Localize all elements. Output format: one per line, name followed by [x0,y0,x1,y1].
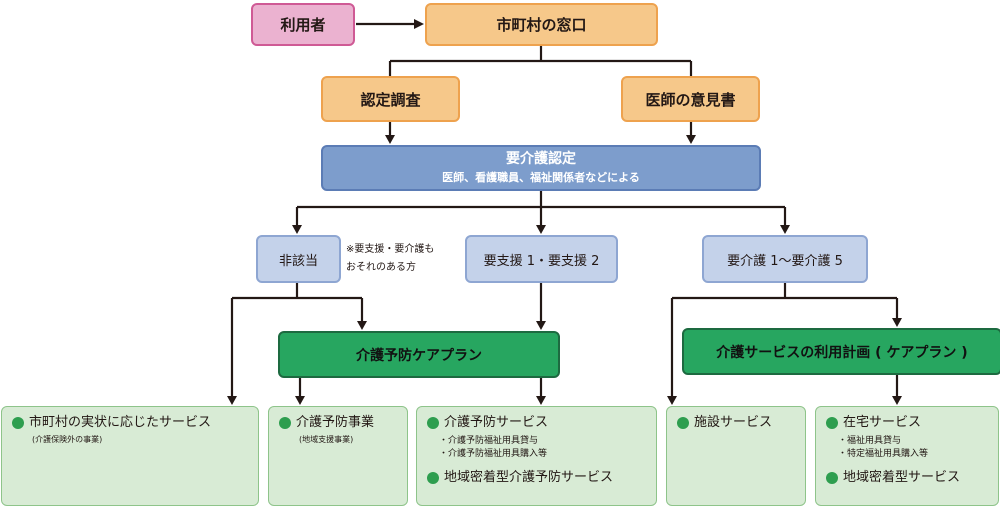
municipal-service-title: 市町村の実状に応じたサービス [29,415,212,430]
municipal-service-box: 市町村の実状に応じたサービス (介護保険外の事業) [1,406,259,506]
arrow-right-icon [414,19,424,29]
care-plan-label: 介護サービスの利用計画 ( ケアプラン ) [716,344,968,361]
arrow-down-icon [295,396,305,405]
arrow-down-icon [536,321,546,330]
green-dot-icon [427,472,439,484]
home-service-item: ・特定福祉用具購入等 [838,449,929,459]
arrow-down-icon [892,396,902,405]
facility-service-box: 施設サービス [666,406,806,506]
arrow-down-icon [667,396,677,405]
arrow-down-icon [686,135,696,144]
green-dot-icon [677,417,689,429]
care-level-box: 要介護 1〜要介護 5 [702,235,868,283]
not-applicable-box: 非該当 [256,235,341,283]
arrow-down-icon [536,396,546,405]
note-line-2: おそれのある方 [346,262,416,273]
arrow-down-icon [227,396,237,405]
arrow-down-icon [536,225,546,234]
prevention-service-item: ・介護予防福祉用具購入等 [439,449,548,459]
home-service-box: 在宅サービス ・福祉用具貸与 ・特定福祉用具購入等 地域密着型サービス [815,406,999,506]
care-certification-box: 要介護認定 医師、看護職員、福祉関係者などによる [321,145,761,191]
note-text: ※要支援・要介護も おそれのある方 [346,241,434,277]
user-box: 利用者 [251,3,355,46]
green-dot-icon [427,417,439,429]
arrow-down-icon [357,321,367,330]
prevention-project-note: (地域支援事業) [299,435,354,444]
support-level-box: 要支援 1・要支援 2 [465,235,618,283]
prevention-service-title: 介護予防サービス [444,415,549,430]
community-service-title: 地域密着型サービス [843,470,961,485]
arrow-down-icon [892,318,902,327]
green-dot-icon [12,417,24,429]
prevention-service-item: ・介護予防福祉用具貸与 [439,436,539,446]
municipal-service-note: (介護保険外の事業) [32,435,103,444]
municipal-window-box: 市町村の窓口 [425,3,658,46]
care-certification-title: 要介護認定 [506,151,576,167]
prevention-care-plan-box: 介護予防ケアプラン [278,331,560,378]
arrow-down-icon [385,135,395,144]
prevention-service-box: 介護予防サービス ・介護予防福祉用具貸与 ・介護予防福祉用具購入等 地域密着型介… [416,406,657,506]
survey-box: 認定調査 [321,76,460,122]
note-line-1: ※要支援・要介護も [346,244,435,255]
municipal-window-label: 市町村の窓口 [496,16,587,34]
facility-service-title: 施設サービス [694,415,773,430]
care-certification-subtitle: 医師、看護職員、福祉関係者などによる [442,171,640,184]
green-dot-icon [826,417,838,429]
community-prevention-service-title: 地域密着型介護予防サービス [444,470,614,485]
prevention-project-title: 介護予防事業 [296,415,375,430]
prevention-project-box: 介護予防事業 (地域支援事業) [268,406,408,506]
home-service-item: ・福祉用具貸与 [838,436,902,446]
arrow-down-icon [780,225,790,234]
care-plan-box: 介護サービスの利用計画 ( ケアプラン ) [682,328,1000,375]
green-dot-icon [279,417,291,429]
arrow-down-icon [292,225,302,234]
user-label: 利用者 [280,16,326,34]
doctor-opinion-box: 医師の意見書 [621,76,760,122]
prevention-care-plan-label: 介護予防ケアプラン [356,347,482,364]
doctor-opinion-label: 医師の意見書 [645,90,736,109]
survey-label: 認定調査 [360,90,421,109]
not-applicable-label: 非該当 [278,253,318,269]
home-service-title: 在宅サービス [843,415,922,430]
green-dot-icon [826,472,838,484]
support-level-label: 要支援 1・要支援 2 [483,253,600,269]
care-level-label: 要介護 1〜要介護 5 [727,253,843,269]
